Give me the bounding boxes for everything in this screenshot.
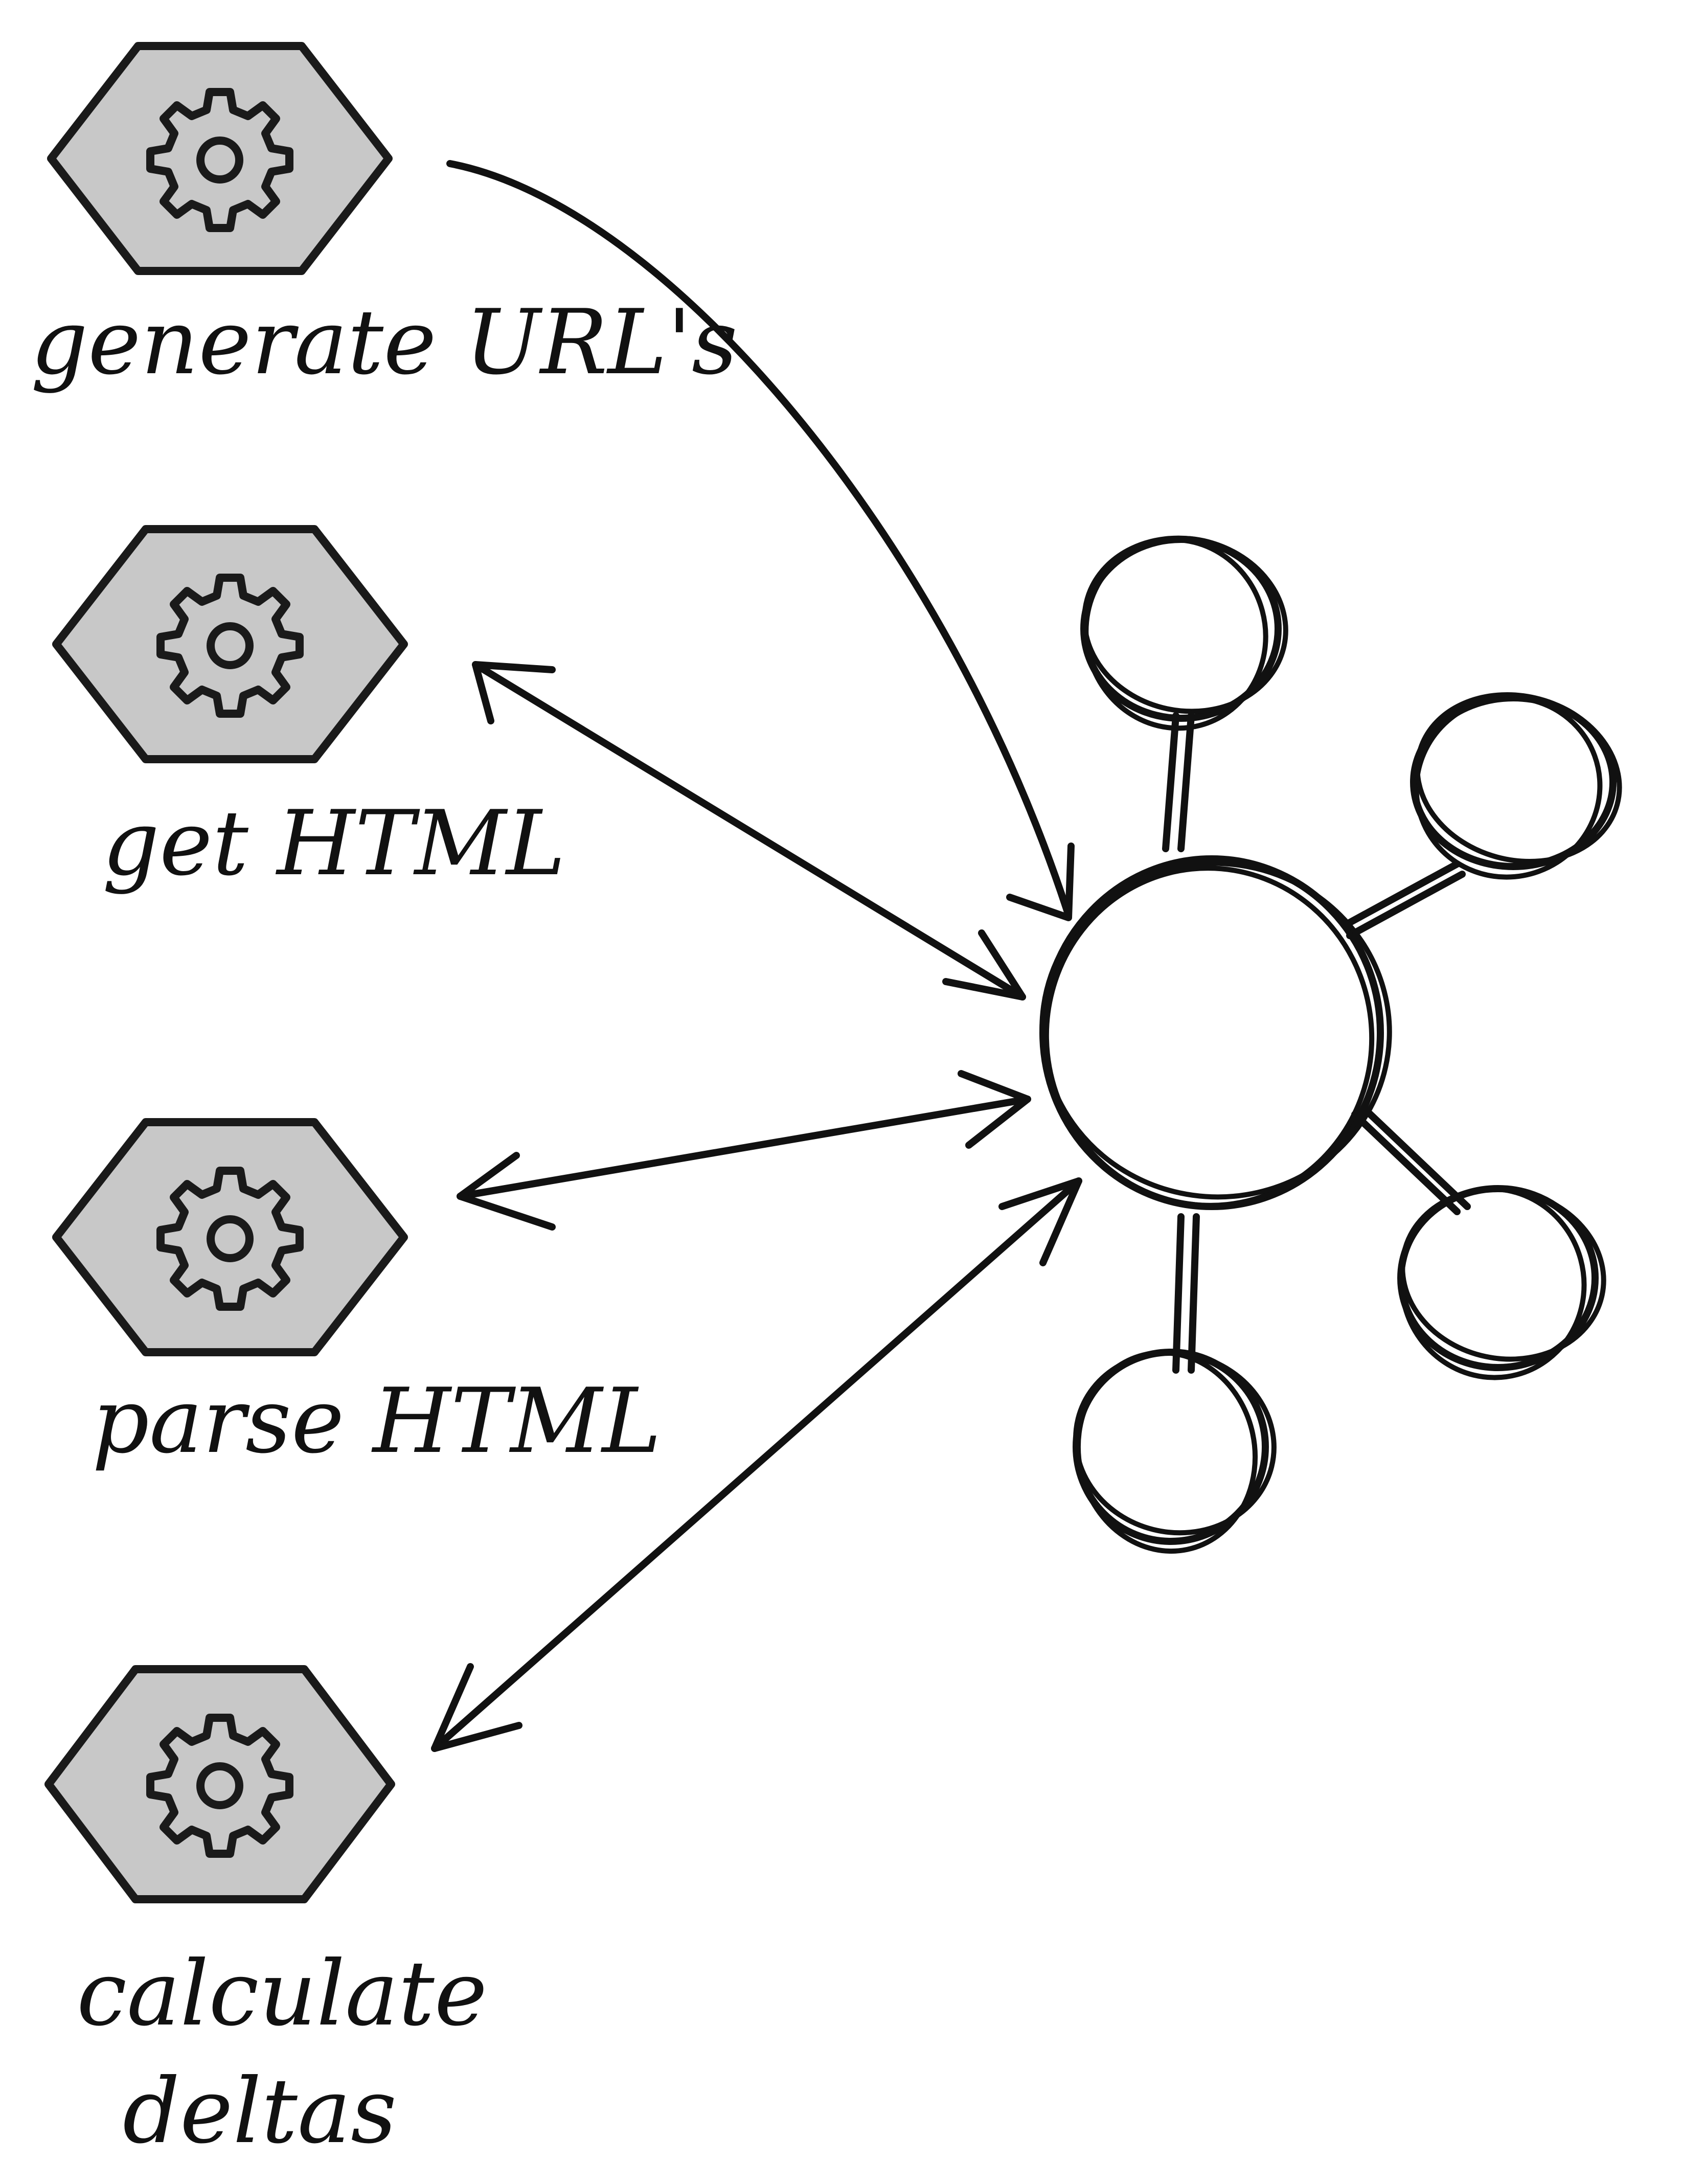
service-calculate-deltas (44, 1665, 395, 1903)
arrow-parse-html-hub (457, 1070, 1031, 1231)
hub-spoke (1188, 1213, 1200, 1374)
service-parse-html (52, 1118, 408, 1356)
service-hexagon (52, 525, 408, 763)
hub-spoke (1346, 871, 1466, 939)
hub-spoke (1172, 1213, 1185, 1374)
service-label: generate URL's (31, 291, 738, 395)
service-hexagon (47, 42, 393, 275)
satellite-node (1397, 1185, 1606, 1380)
arrow-get-html-hub (472, 661, 1026, 1000)
gear-icon (146, 1714, 293, 1858)
service-generate-urls (47, 42, 393, 275)
gear-icon (156, 1167, 304, 1311)
service-label: calculate (77, 1942, 487, 2046)
hub-node (1039, 712, 1471, 1374)
service-label: parse HTML (92, 1370, 662, 1473)
service-hexagon (52, 1118, 408, 1356)
hub-spoke (1361, 1106, 1471, 1210)
arrow-calculate-deltas-hub (431, 1177, 1082, 1752)
service-hexagon (44, 1665, 395, 1903)
service-get-html (52, 525, 408, 763)
service-label: deltas (123, 2060, 397, 2164)
satellite-node (1080, 535, 1288, 731)
service-label: get HTML (102, 792, 565, 896)
satellite-node (1073, 1349, 1277, 1554)
arrow-generate-to-hub (446, 160, 1075, 921)
hub-spoke (1351, 1111, 1461, 1215)
gear-icon (146, 88, 293, 232)
hub-spoke (1162, 712, 1179, 852)
satellite-node (1410, 692, 1622, 880)
gear-icon (156, 574, 304, 718)
hub-spoke (1341, 860, 1461, 929)
hub-spoke (1177, 712, 1195, 852)
